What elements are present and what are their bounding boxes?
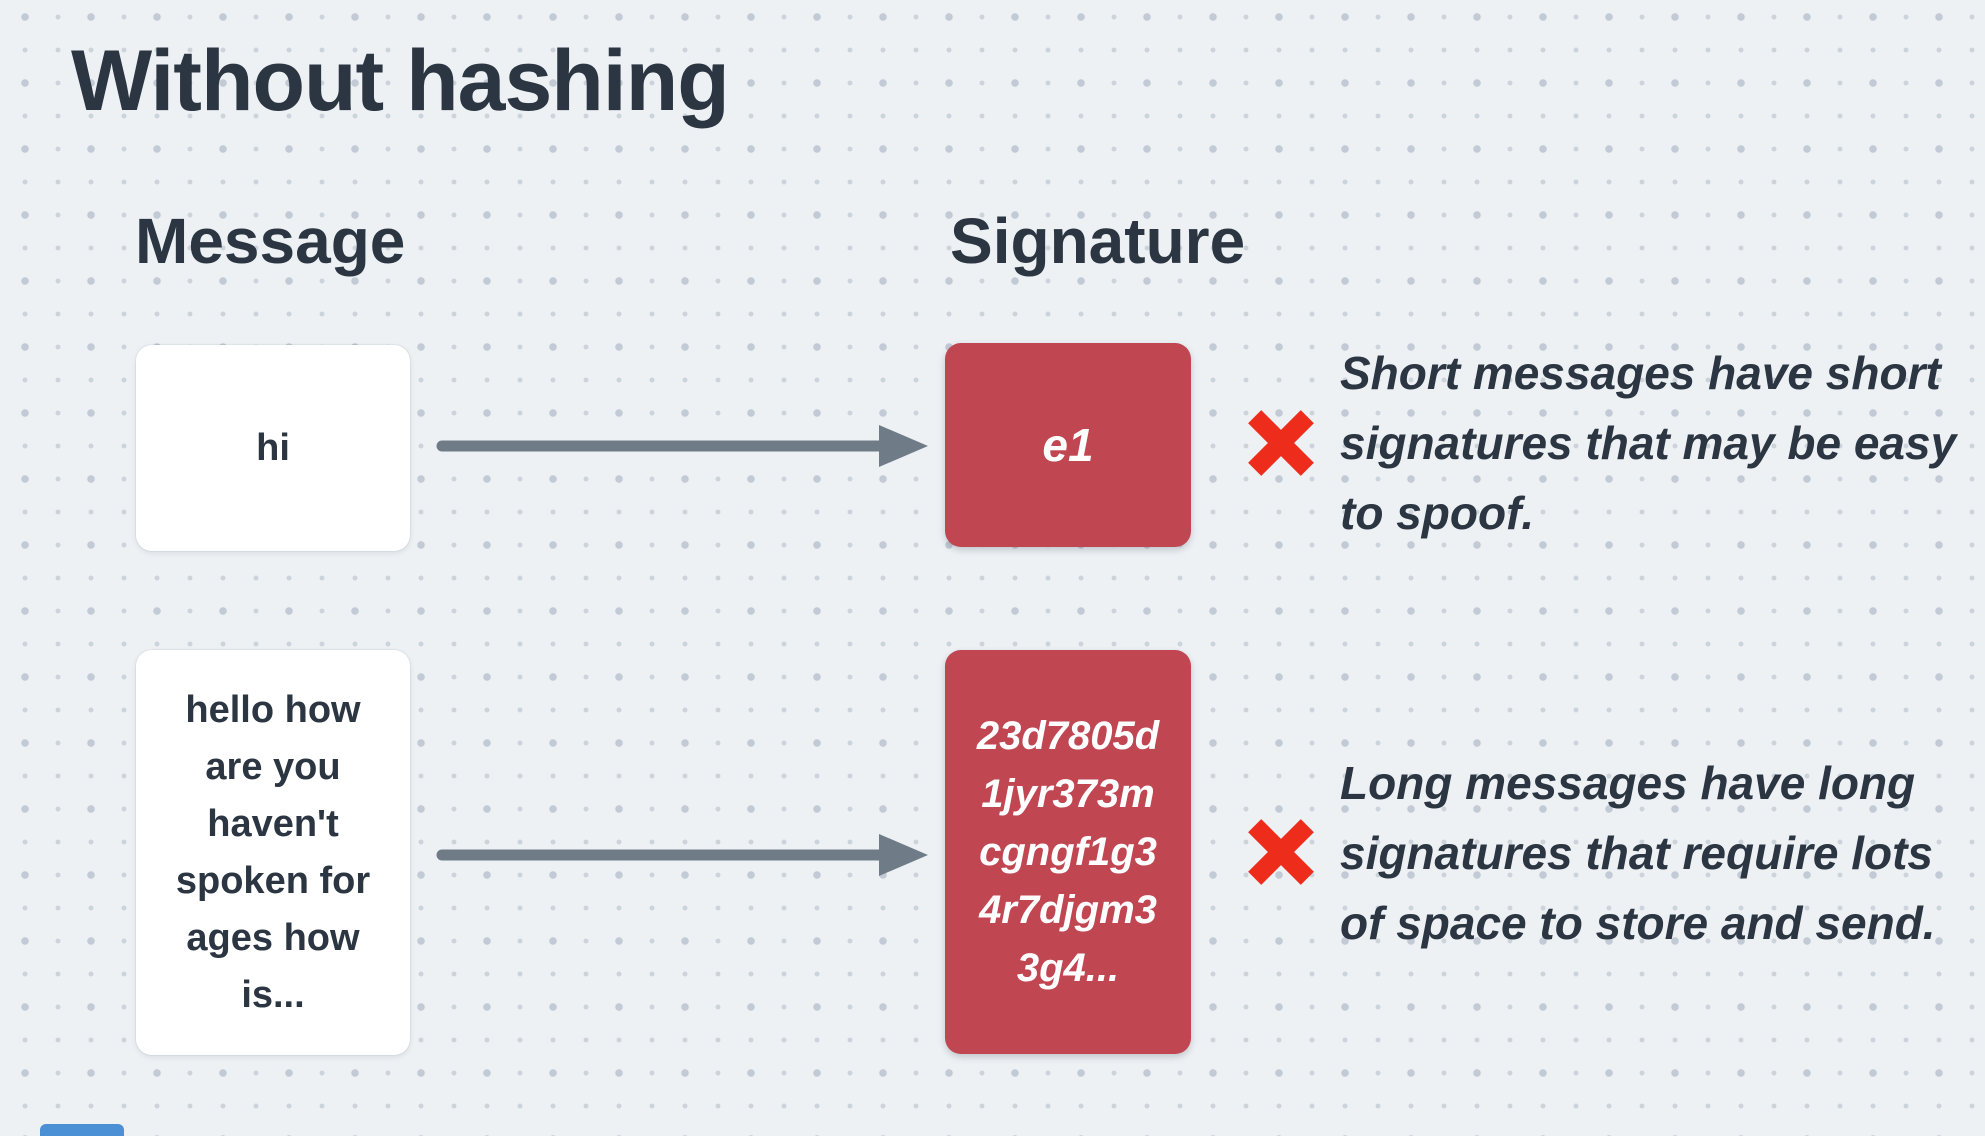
note-long-messages: Long messages have long signatures that … [1340,748,1936,958]
note-text-line: of space to store and send. [1340,897,1936,949]
red-cross-icon [1248,819,1314,885]
signature-column-header: Signature [950,205,1246,277]
note-text-line: to spoof. [1340,487,1535,539]
message-text-line: hello how [185,688,361,731]
right-arrow-icon [436,834,928,876]
message-text-line: spoken for [175,859,371,902]
signature-card-long: 23d7805d 1jyr373m cgngf1g3 4r7djgm3 3g4.… [945,650,1191,1054]
signature-card-short: e1 [945,343,1191,547]
signature-text-line: 4r7djgm3 [979,888,1157,932]
page-title: Without hashing [71,33,730,129]
message-card-short: hi [136,345,410,551]
note-text-line: Short messages have short [1340,347,1941,399]
message-text-line: ages how [186,916,360,959]
red-cross-icon [1248,410,1314,476]
message-text-line: hi [256,426,290,469]
message-text-line: are you [205,745,341,788]
signature-text-line: 1jyr373m [981,772,1155,816]
message-card-long: hello how are you haven't spoken for age… [136,650,410,1055]
message-text-line: haven't [207,802,339,845]
note-text-line: signatures that require lots [1340,827,1934,879]
message-column-header: Message [135,205,406,277]
note-text-line: Long messages have long [1340,757,1916,809]
note-short-messages: Short messages have short signatures tha… [1340,338,1956,548]
right-arrow-icon [436,425,928,467]
signature-text-line: 23d7805d [976,714,1160,758]
partial-blue-box [40,1124,124,1136]
note-text-line: signatures that may be easy [1340,417,1957,469]
signature-text-line: e1 [1042,419,1094,471]
signature-text-line: cgngf1g3 [979,830,1157,874]
signature-text-line: 3g4... [1016,946,1120,990]
message-text-line: is... [241,973,305,1016]
